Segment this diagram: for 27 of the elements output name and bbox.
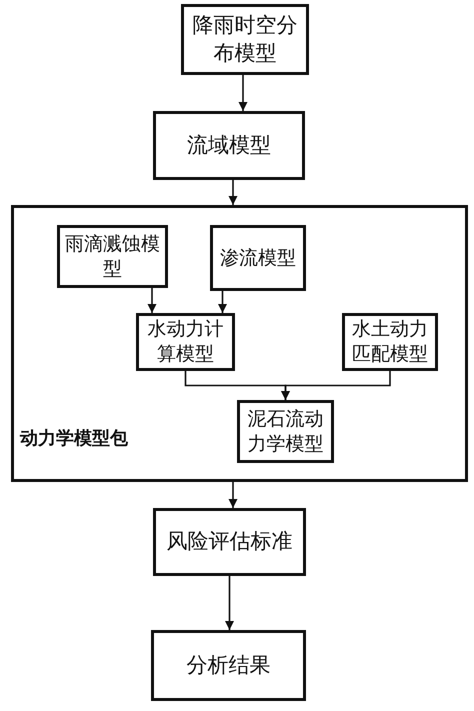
arrow: [225, 576, 234, 630]
box-label: 水动力计算模型: [146, 317, 224, 367]
box-label: 渗流模型: [220, 246, 296, 270]
box-label: 风险评估标准: [166, 528, 292, 556]
process-box: [151, 630, 306, 701]
group-frame: [11, 205, 468, 482]
process-box: [210, 225, 306, 291]
process-box: [136, 313, 235, 371]
box-label: 水土动力匹配模型: [351, 317, 429, 367]
process-box: [181, 4, 309, 75]
arrow: [148, 288, 156, 313]
arrow: [228, 482, 238, 508]
box-label: 流域模型: [187, 132, 271, 159]
process-box: [237, 400, 334, 463]
process-box: [153, 111, 305, 180]
arrow: [238, 75, 248, 111]
box-label: 分析结果: [186, 652, 270, 679]
box-label: 泥石流动力学模型: [246, 406, 324, 456]
arrow: [281, 371, 391, 400]
process-box: [153, 508, 306, 576]
process-box: [57, 225, 168, 288]
process-box: [342, 313, 438, 371]
arrow: [218, 291, 227, 313]
box-label: 降雨时空分布模型: [192, 12, 298, 66]
arrow: [228, 180, 238, 205]
box-label: 雨滴溅蚀模型: [65, 232, 160, 282]
group-label: 动力学模型包: [20, 427, 128, 450]
